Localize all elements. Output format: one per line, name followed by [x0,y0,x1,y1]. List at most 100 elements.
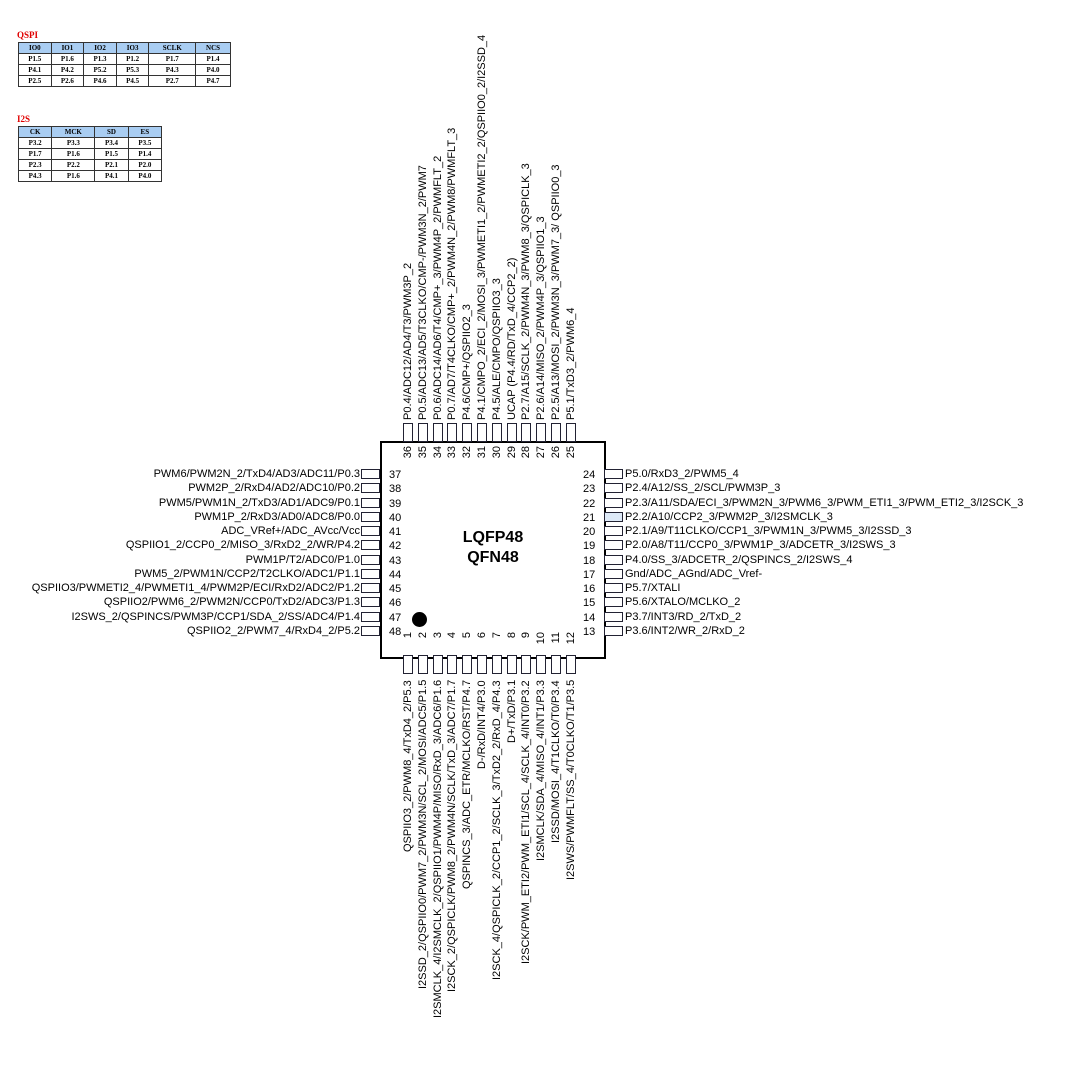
table-cell: P4.2 [50,64,85,76]
pin-44-label: PWM5_2/PWM1N/CCP2/T2CLKO/ADC1/P1.1 [134,567,360,580]
pin-31-pad [477,423,487,442]
pin-21-label: P2.2/A10/CCP2_3/PWM2P_3/I2SMCLK_3 [625,510,833,523]
pin-5-pad [462,655,473,674]
column-header: SCLK [148,42,197,54]
table-cell: P1.3 [83,53,117,65]
pin-number: 30 [490,446,503,459]
pin-17-label: Gnd/ADC_AGnd/ADC_Vref- [625,567,763,580]
i2s-title: I2S [17,114,31,124]
pin-number: 40 [389,511,402,524]
pin-18-pad [604,554,623,565]
pin-number: 3 [431,632,444,639]
pin-number: 45 [389,583,402,596]
pin-number: 9 [520,632,533,639]
pin-42-pad [361,540,380,551]
pin-27-pad [536,423,547,442]
pin-42-label: QSPIIO1_2/CCP0_2/MISO_3/RxD2_2/WR/P4.2 [125,539,360,552]
pin-number: 2 [416,632,429,639]
qspi-title: QSPI [17,30,39,40]
column-header: CK [17,126,53,138]
pin-41-pad [361,526,380,537]
pin-39-label: PWM5/PWM1N_2/TxD3/AD1/ADC9/P0.1 [158,496,360,509]
table-cell: P1.7 [148,53,197,65]
pin-21-pad [604,511,623,522]
pin-25-pad [565,423,576,442]
pin-10-label: I2SMCLK/SDA_4/MISO_4/INT1/P3.3 [535,680,548,861]
table-cell: P1.7 [17,148,53,160]
pin-30-pad [491,423,502,442]
pin-38-label: PWM2P_2/RxD4/AD2/ADC10/P0.2 [188,482,360,495]
pin-15-label: P5.6/XTALO/MCLKO_2 [625,596,741,609]
pin-13-label: P3.6/INT2/WR_2/RxD_2 [625,624,745,637]
pin-13-pad [604,625,623,636]
pin-number: 27 [535,446,548,459]
table-cell: P1.6 [51,148,96,160]
column-header: IO0 [18,42,52,54]
pin-2-label: I2SSD_2/QSPIIO0/PWM7_2/PWM3N/SCL_2/MOSI/… [416,680,429,990]
pin-47-label: I2SWS_2/QSPINCS/PWM3P/CCP1/SDA_2/SS/ADC4… [71,610,360,623]
table-cell: P4.3 [148,64,197,76]
pin-number: 20 [583,526,596,539]
pin-33-pad [447,423,458,442]
pin-20-label: P2.1/A9/T11CLKO/CCP1_3/PWM1N_3/PWM5_3/I2… [625,525,912,538]
pin-34-label: P0.6/ADC14/AD6/T4/CMP+_3/PWM4P_2/PWMFLT_… [431,155,444,420]
pin-number: 42 [389,540,402,553]
pin-1-label: QSPIIO3_2/PWM8_4/TxD4_2/P5.3 [402,680,414,852]
pin-8-label: D+/TxD/P3.1 [505,680,518,744]
pin-26-pad [551,423,561,442]
pin-40-pad [361,511,380,522]
column-header: NCS [195,42,231,54]
pin-10-pad [536,655,547,674]
pin-number: 29 [505,446,518,459]
pin-47-pad [361,611,380,622]
table-cell: P2.3 [17,159,53,171]
pin-18-label: P4.0/SS_3/ADCETR_2/QSPINCS_2/I2SWS_4 [625,553,853,566]
pin-24-label: P5.0/RxD3_2/PWM5_4 [625,468,739,480]
pin-16-pad [604,583,623,594]
pin-11-pad [551,655,561,674]
pin-37-label: PWM6/PWM2N_2/TxD4/AD3/ADC11/P0.3 [153,468,360,480]
pin-29-pad [506,423,517,442]
pin-7-label: I2SCK_4/QSPICLK_2/CCP1_2/SCLK_3/TxD2_2/R… [490,680,503,980]
pin-29-label: UCAP (P4.4/RD/TxD_4/CCP2_2) [505,257,518,420]
pin-12-pad [565,655,576,674]
pin-number: 12 [564,632,577,645]
table-cell: P4.0 [127,170,163,182]
pin-3-label: I2SMCLK_4/I2SMCLK_2/QSPIIO1/PWM4P/MISO/R… [431,680,444,1019]
pin-number: 21 [583,511,596,524]
pin-1-pad [403,655,413,674]
pin-16-label: P5.7/XTALI [625,582,681,595]
table-cell: P3.4 [94,137,129,149]
pin-6-pad [477,655,487,674]
table-cell: P4.0 [195,64,231,76]
table-cell: P1.6 [51,170,96,182]
column-header: IO2 [83,42,117,54]
pin-44-pad [361,568,380,579]
pin-7-pad [491,655,502,674]
pin-40-label: PWM1P_2/RxD3/AD0/ADC8/P0.0 [194,510,360,523]
pin-43-pad [361,554,380,565]
pin-number: 39 [389,497,402,510]
pin1-marker-dot [412,612,427,627]
column-header: SD [94,126,129,138]
table-cell: P4.6 [83,75,117,87]
table-cell: P2.2 [51,159,96,171]
table-cell: P3.3 [51,137,96,149]
pin-23-pad [604,483,623,494]
table-cell: P3.2 [17,137,53,149]
table-cell: P5.3 [115,64,150,76]
table-cell: P1.5 [94,148,129,160]
column-header: IO3 [115,42,150,54]
package-lqfp48: LQFP48 [462,529,524,546]
pin-number: 1 [402,632,414,639]
table-cell: P3.5 [127,137,163,149]
pin-number: 44 [389,568,402,581]
pin-12-label: I2SWS/PWMFLT/SS_4/T0CLKO/T1/P3.5 [564,680,577,881]
pin-41-label: ADC_VRef+/ADC_AVcc/Vcc [221,525,360,538]
